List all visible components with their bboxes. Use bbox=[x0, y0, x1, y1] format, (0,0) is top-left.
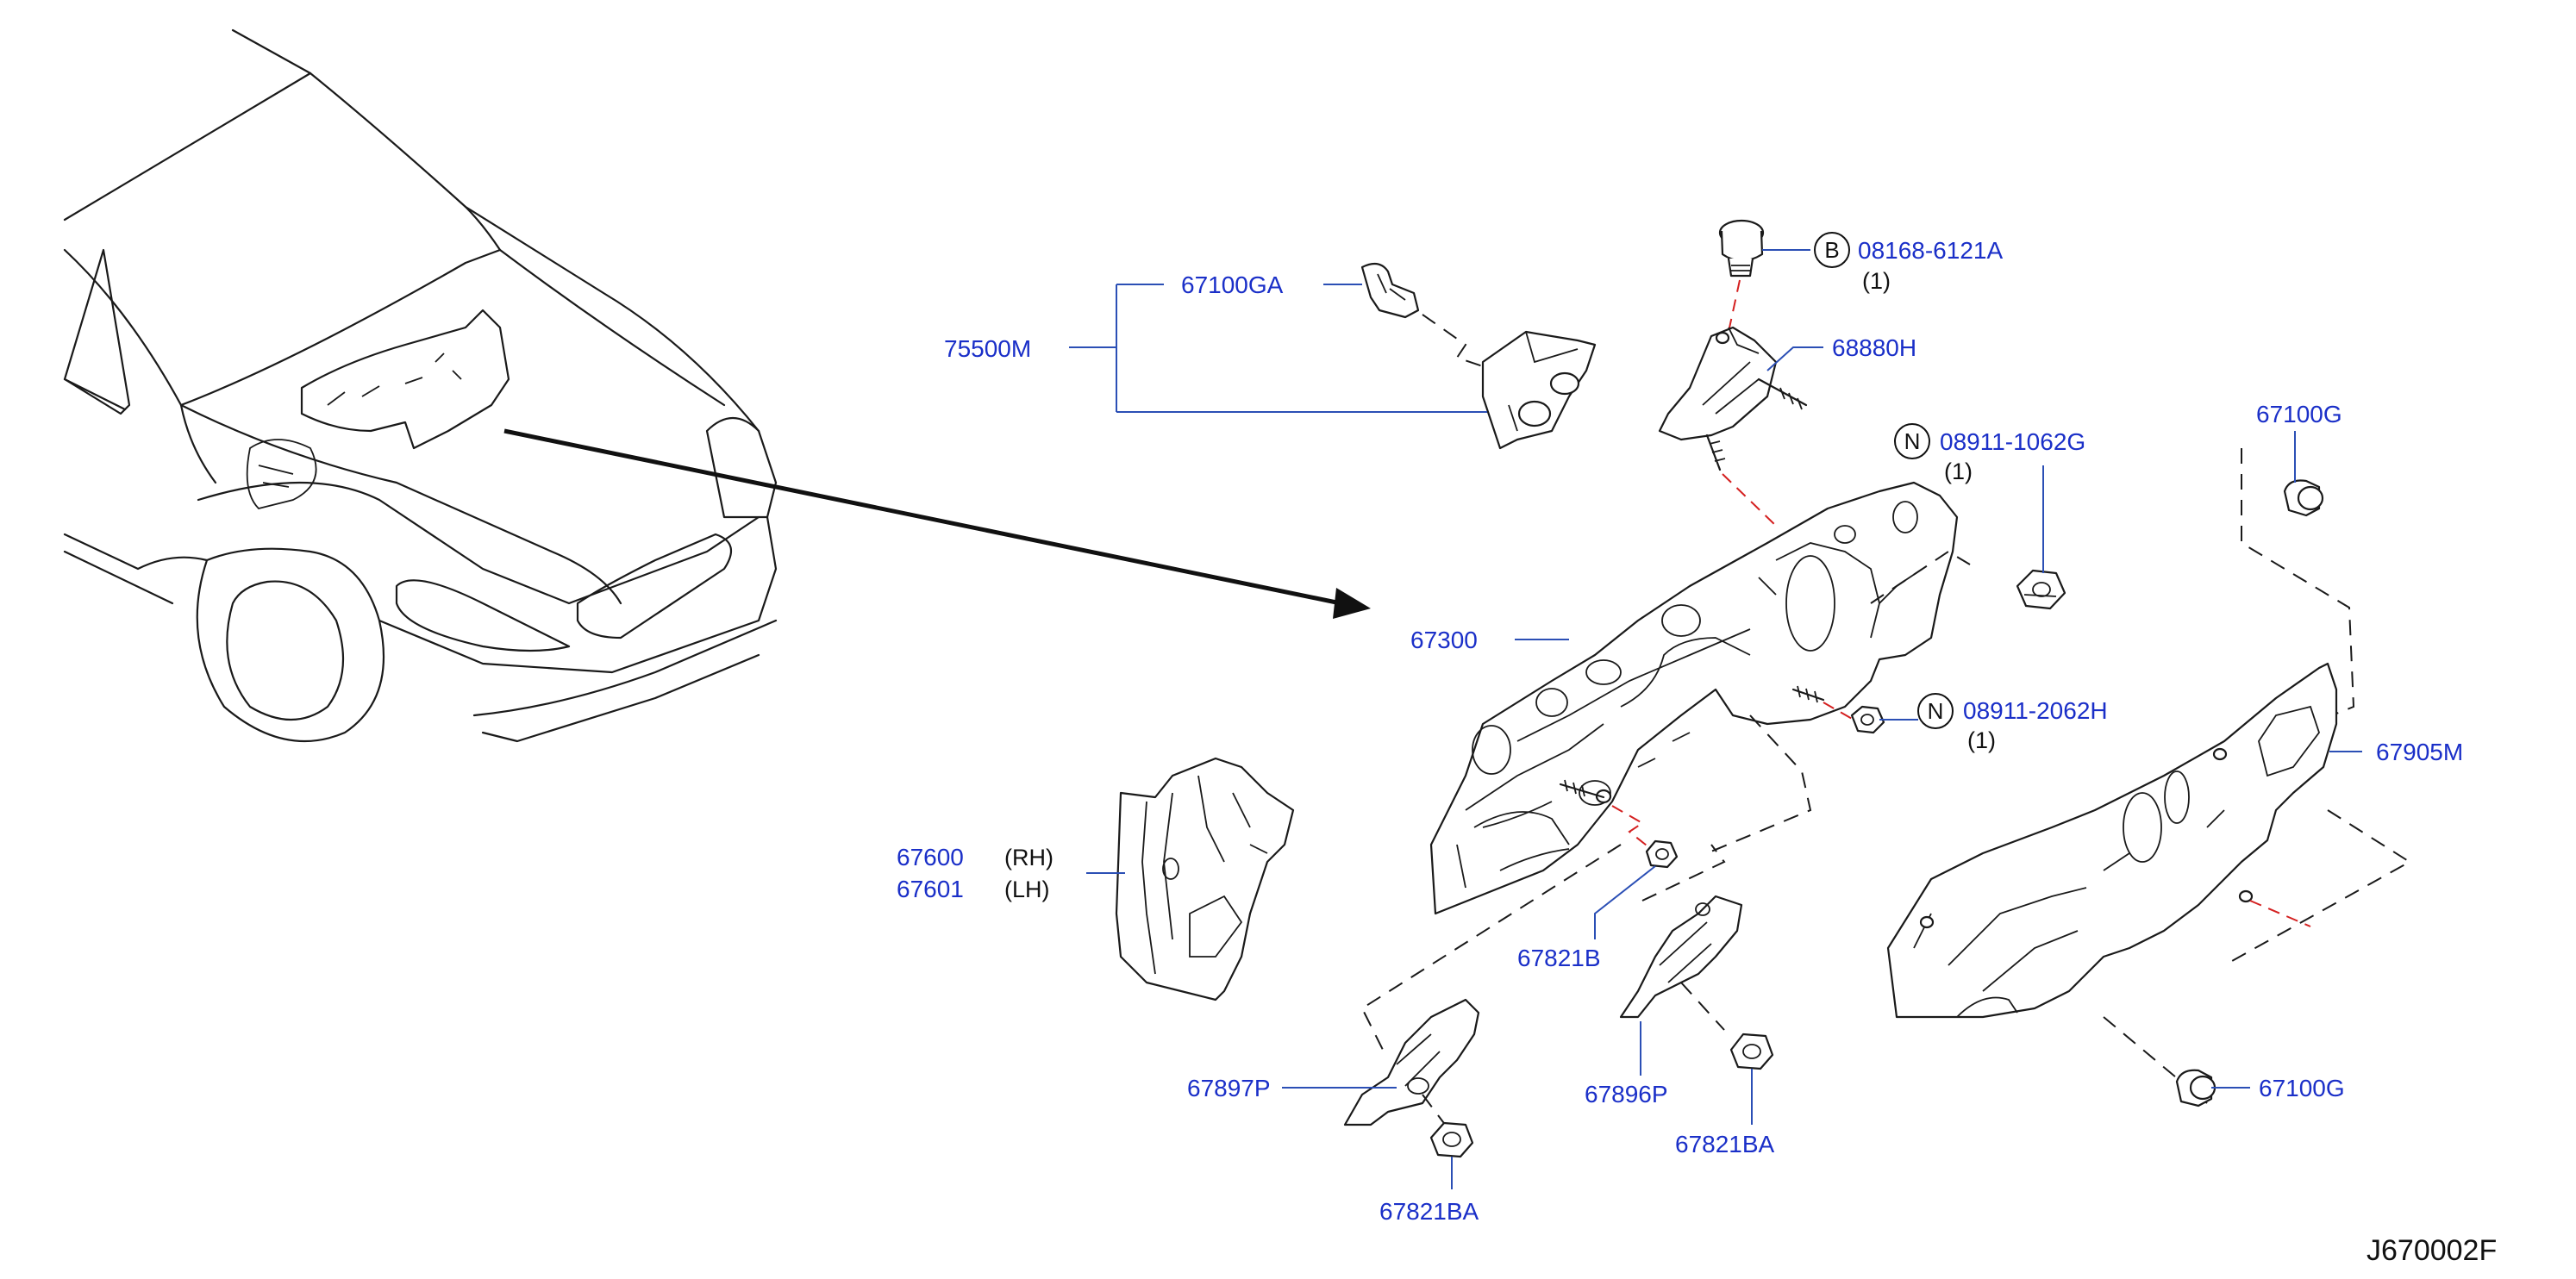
side-67600: (RH) bbox=[1004, 845, 1054, 870]
dash-67905M-right bbox=[2223, 809, 2411, 966]
symbol-B: B bbox=[1814, 232, 1850, 268]
label-67896P: 67896P bbox=[1585, 1081, 1668, 1107]
qty-08911-2062H: (1) bbox=[1967, 727, 1996, 753]
bolt-08168-6121A bbox=[1718, 219, 1765, 278]
leader-75500M bbox=[1069, 284, 1487, 413]
label-67897P: 67897P bbox=[1187, 1075, 1271, 1101]
qty-08911-1062G: (1) bbox=[1944, 459, 1973, 484]
nut-67821BA-mid bbox=[1729, 1033, 1774, 1070]
qty-08168-6121A: (1) bbox=[1862, 268, 1891, 294]
label-67100GA: 67100GA bbox=[1181, 271, 1284, 298]
label-75500M: 75500M bbox=[944, 335, 1031, 362]
dash-08911-1062G bbox=[1870, 550, 1971, 604]
label-08911-2062H: 08911-2062H bbox=[1963, 697, 2108, 724]
pointer-arrow bbox=[503, 428, 1371, 619]
dash-67896P-top bbox=[1641, 844, 1726, 902]
nut-08911-1062G bbox=[2016, 569, 2066, 610]
stud-right-firewall bbox=[1791, 685, 1825, 703]
hidden-line-67821B bbox=[1611, 805, 1652, 850]
hidden-line-67905M bbox=[2249, 900, 2311, 927]
clip-67100G-bottom bbox=[2175, 1069, 2216, 1107]
leader-dash-67100GA bbox=[1422, 314, 1497, 371]
label-08168-6121A: 08168-6121A bbox=[1858, 237, 2003, 264]
hidden-line-08911-2062H bbox=[1823, 702, 1854, 721]
bracket-68880H bbox=[1658, 326, 1808, 471]
svg-text:B: B bbox=[1824, 237, 1839, 263]
symbol-N-2062H: N bbox=[1917, 693, 1954, 729]
label-68880H: 68880H bbox=[1832, 334, 1916, 361]
firewall-panel-67300 bbox=[1429, 481, 1959, 915]
svg-text:N: N bbox=[1928, 698, 1944, 724]
leader-67821B bbox=[1594, 865, 1656, 939]
insulator-67905M bbox=[1886, 662, 2338, 1019]
leader-68880H bbox=[1766, 346, 1823, 371]
dash-67897P-top bbox=[1360, 844, 1622, 1052]
symbol-N-1062G: N bbox=[1894, 423, 1930, 459]
diagram-code: J670002F bbox=[2367, 1234, 2497, 1267]
label-67600: 67600 bbox=[897, 844, 964, 870]
label-67100G-top: 67100G bbox=[2256, 401, 2342, 427]
dash-67100G-top bbox=[2241, 448, 2355, 716]
mount-bracket-75500M bbox=[1481, 330, 1597, 450]
bracket-67896P bbox=[1619, 895, 1743, 1019]
dash-firewall-lower bbox=[1706, 714, 1812, 854]
nut-08911-2062H bbox=[1850, 705, 1885, 734]
nut-67821B bbox=[1645, 839, 1679, 869]
label-67821B: 67821B bbox=[1517, 945, 1601, 971]
bracket-67897P bbox=[1343, 998, 1480, 1126]
clip-67100G-top bbox=[2283, 479, 2324, 517]
side-panel-67600-67601 bbox=[1115, 757, 1295, 1001]
hidden-line-bolt-68880H bbox=[1728, 279, 1741, 333]
svg-text:N: N bbox=[1904, 428, 1921, 454]
label-67100G-bottom: 67100G bbox=[2259, 1075, 2345, 1101]
nut-67821BA-bottom bbox=[1429, 1121, 1474, 1158]
car-illustration bbox=[63, 28, 778, 743]
label-67300: 67300 bbox=[1410, 627, 1478, 653]
label-08911-1062G: 08911-1062G bbox=[1940, 428, 2085, 455]
side-67601: (LH) bbox=[1004, 877, 1050, 902]
label-67905M: 67905M bbox=[2376, 739, 2463, 765]
stud-left-firewall bbox=[1559, 779, 1605, 799]
clip-67100GA bbox=[1360, 262, 1420, 319]
dash-67896P-nut bbox=[1680, 982, 1725, 1031]
label-67821BA-mid: 67821BA bbox=[1675, 1131, 1775, 1157]
label-67601: 67601 bbox=[897, 876, 964, 902]
hidden-line-68880H-firewall bbox=[1722, 473, 1777, 527]
label-67821BA-bottom: 67821BA bbox=[1379, 1198, 1479, 1225]
